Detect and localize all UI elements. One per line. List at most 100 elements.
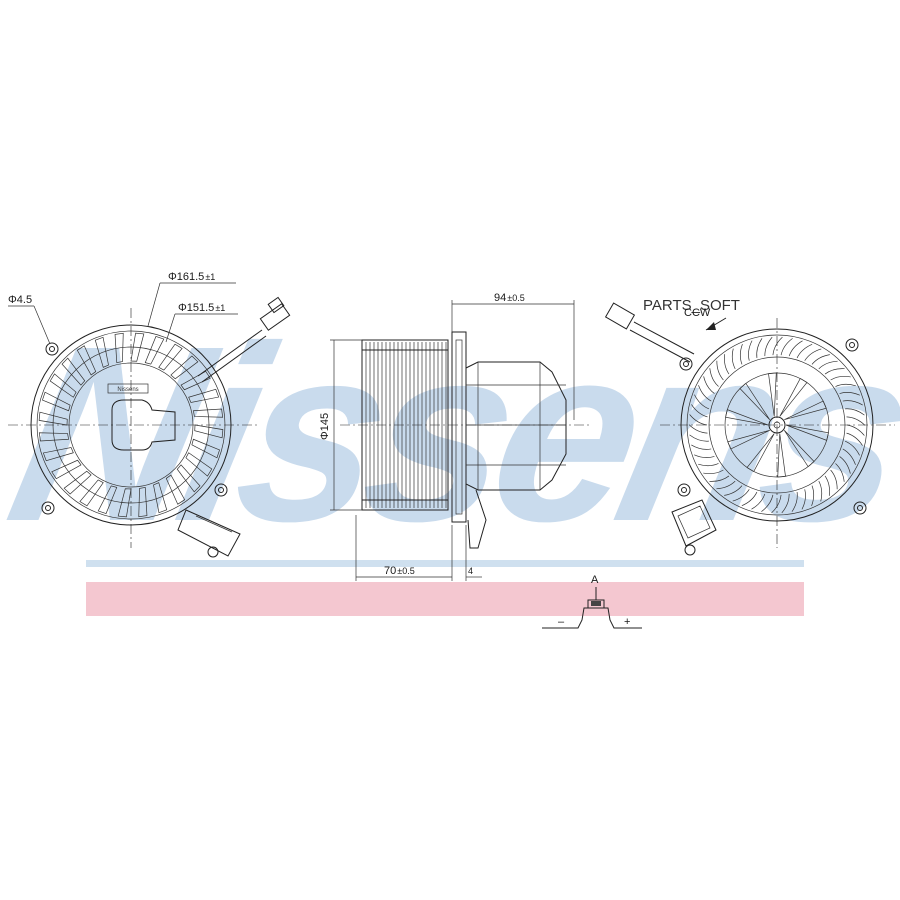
front-ring-2 bbox=[36, 330, 226, 520]
dim-width-text: 70±0.5 bbox=[384, 565, 415, 577]
rear-spoke bbox=[784, 400, 827, 421]
dim-height-text: Φ145 bbox=[319, 413, 331, 440]
rear-ring-4 bbox=[724, 372, 830, 478]
rear-impeller-blade bbox=[703, 469, 724, 475]
rear-ring-3 bbox=[708, 356, 846, 494]
front-vent-slot bbox=[38, 432, 70, 442]
front-vent-slot bbox=[165, 474, 186, 505]
front-vent-slot bbox=[192, 408, 224, 418]
front-nameplate-text: Nissens bbox=[117, 387, 138, 393]
rear-impeller-blade bbox=[694, 454, 715, 458]
rear-impeller-blade bbox=[691, 404, 708, 418]
rear-impeller-blade bbox=[691, 444, 712, 450]
rear-impeller-blade bbox=[689, 434, 709, 442]
rear-spoke bbox=[785, 424, 829, 441]
rear-impeller-blade bbox=[698, 463, 719, 467]
rear-impeller-blade bbox=[764, 336, 773, 357]
front-ring-3 bbox=[52, 346, 210, 504]
rear-impeller-blade bbox=[846, 416, 866, 426]
front-vent-slot bbox=[185, 452, 213, 477]
rear-impeller-blade bbox=[839, 456, 851, 474]
front-ring-4 bbox=[68, 362, 194, 488]
dim-small-text: 4 bbox=[468, 566, 473, 576]
rear-impeller-blade bbox=[731, 348, 736, 370]
rear-impeller-blade bbox=[788, 340, 803, 357]
front-vent-slot bbox=[180, 370, 211, 391]
rear-impeller-blade bbox=[732, 489, 750, 502]
rear-impeller-blade bbox=[689, 414, 708, 426]
rear-impeller-blade bbox=[748, 340, 753, 361]
rear-impeller-blade bbox=[698, 385, 712, 402]
rear-hub bbox=[768, 416, 786, 434]
rear-impeller-blade bbox=[846, 432, 863, 446]
front-vent-slot bbox=[138, 486, 148, 518]
front-vent-slot bbox=[170, 355, 199, 380]
front-vent-slot bbox=[76, 345, 97, 376]
watermark: Nissens PARTS_SOFT bbox=[0, 294, 900, 616]
rear-impeller-blade bbox=[716, 360, 724, 381]
rear-view: CCW bbox=[604, 302, 895, 556]
front-bottom-connector bbox=[177, 509, 241, 558]
rear-impeller-blade bbox=[839, 392, 860, 396]
front-vent-slot bbox=[130, 332, 145, 362]
rear-impeller-blade bbox=[741, 491, 758, 506]
front-vent-slot bbox=[194, 424, 224, 439]
rear-spoke bbox=[783, 430, 815, 468]
rear-mount-ears bbox=[677, 338, 867, 515]
front-vent-slot bbox=[79, 479, 104, 507]
dim-inner-text: Φ151.5±1 bbox=[178, 302, 225, 314]
ccw-arrow: CCW bbox=[684, 307, 727, 331]
rear-outer-ring bbox=[680, 328, 874, 522]
front-vent-slot bbox=[94, 336, 109, 368]
dim-hole-text: Φ4.5 bbox=[8, 294, 32, 306]
rear-spoke bbox=[768, 372, 777, 417]
rear-impeller-blade bbox=[688, 424, 708, 434]
rear-impeller-blade bbox=[772, 336, 783, 356]
rear-impeller-blade bbox=[818, 480, 823, 502]
front-vents bbox=[38, 332, 224, 518]
front-vent-slot bbox=[153, 482, 168, 514]
front-vent-slot bbox=[49, 373, 77, 398]
rear-impeller-blade bbox=[716, 480, 736, 490]
blue-stripe bbox=[86, 560, 804, 567]
rear-impeller-blade bbox=[830, 375, 851, 381]
side-motor-body bbox=[465, 361, 567, 549]
rear-impeller-blade bbox=[771, 494, 782, 514]
rear-impeller-blade bbox=[846, 424, 865, 436]
connector-plus: + bbox=[624, 616, 630, 628]
rear-impeller-blade bbox=[724, 354, 730, 375]
connector-label: A bbox=[591, 574, 599, 586]
rear-impeller-blade bbox=[791, 492, 798, 512]
rear-impeller-blade bbox=[724, 485, 743, 496]
rear-spokes bbox=[725, 372, 829, 478]
rear-impeller-blade bbox=[842, 448, 856, 465]
rear-impeller-blade bbox=[739, 343, 743, 365]
rear-impeller-blade bbox=[811, 354, 830, 365]
rear-impeller-blade bbox=[761, 494, 774, 512]
rear-impeller-blade bbox=[835, 463, 845, 482]
front-hub-keyhole bbox=[111, 399, 176, 451]
side-view: Φ145 94±0.5 70±0.5 4 bbox=[319, 292, 590, 581]
front-vent-slot bbox=[114, 332, 124, 364]
front-vent-slot bbox=[61, 357, 86, 386]
rear-impeller-blade bbox=[709, 368, 719, 387]
rear-impeller-blade bbox=[709, 475, 730, 482]
front-view: Nissens Φ4.5 Φ161.5±1 Φ151.5±1 bbox=[8, 271, 291, 558]
front-vent-slot bbox=[63, 470, 92, 495]
rear-spoke bbox=[777, 433, 786, 478]
rear-bottom-connector bbox=[671, 499, 717, 556]
front-vent-slot bbox=[176, 464, 201, 493]
rear-impeller-blade bbox=[845, 408, 865, 416]
rear-impeller-blade bbox=[781, 493, 790, 514]
rear-wire-connector bbox=[604, 302, 695, 363]
pink-band bbox=[86, 582, 804, 616]
front-vent-slot bbox=[144, 336, 165, 365]
front-vent-slot bbox=[158, 343, 183, 371]
rear-impeller-blade bbox=[694, 394, 710, 410]
parts-soft-overlay: PARTS_SOFT bbox=[643, 297, 740, 314]
front-vent-slot bbox=[191, 438, 220, 459]
front-vent-slot bbox=[38, 411, 68, 426]
rear-impeller-blade bbox=[780, 338, 793, 356]
rear-spoke bbox=[746, 433, 775, 472]
